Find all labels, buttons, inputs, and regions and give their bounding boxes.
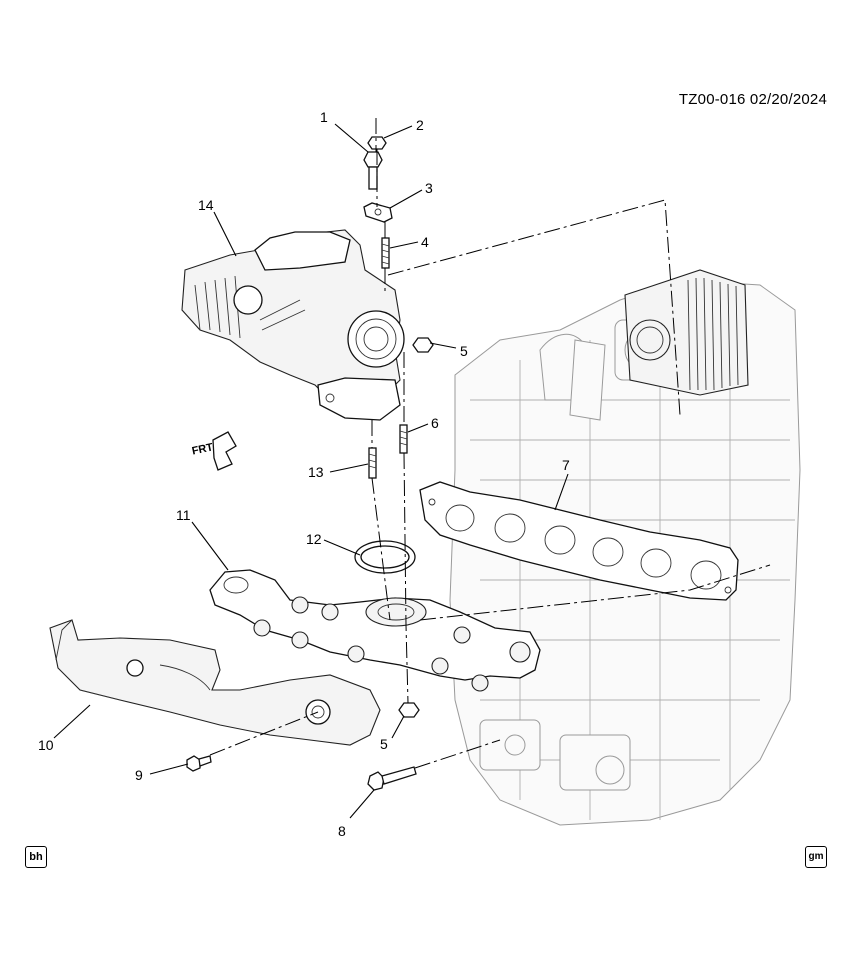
turbo-stud-upper	[381, 237, 390, 269]
engine-supercharger	[624, 269, 749, 396]
callout-5-upper: 5	[460, 343, 468, 359]
artist-badge: bh	[25, 846, 47, 868]
callout-3: 3	[425, 180, 433, 196]
turbo-stud-lower	[368, 447, 377, 479]
manifold-nut-lower	[398, 702, 420, 718]
exhaust-manifold	[209, 569, 541, 692]
diagram-id-date: TZ00-016 02/20/2024	[678, 91, 827, 108]
callout-leaders	[53, 123, 569, 819]
turbo-nut-upper	[367, 136, 387, 150]
front-direction-arrow: FRT	[191, 431, 237, 471]
callout-11: 11	[176, 507, 191, 523]
callout-numbers: 1 2 3 4 5 6 7 8 9 10 11 12 13 14 5	[38, 109, 570, 839]
callout-13: 13	[308, 464, 324, 480]
manifold-bolt	[367, 766, 417, 791]
turbo-gasket-ring	[354, 540, 416, 574]
callout-10: 10	[38, 737, 54, 753]
callout-9: 9	[135, 767, 143, 783]
turbo-bracket	[363, 202, 393, 223]
callout-1: 1	[320, 109, 328, 125]
front-direction-label: FRT	[191, 441, 215, 457]
callout-7: 7	[562, 457, 570, 473]
callout-12: 12	[306, 531, 322, 547]
callout-14: 14	[198, 197, 214, 213]
callout-5-lower: 5	[380, 736, 388, 752]
turbo-bolt	[363, 151, 383, 190]
callout-6: 6	[431, 415, 439, 431]
exhaust-manifold-gasket	[419, 481, 739, 601]
manifold-nut-upper	[412, 337, 434, 353]
gm-logo-badge: gm	[805, 846, 827, 868]
callout-2: 2	[416, 117, 424, 133]
manifold-stud	[399, 424, 408, 454]
callout-4: 4	[421, 234, 429, 250]
heat-shield-bolt	[186, 755, 212, 772]
callout-8: 8	[338, 823, 346, 839]
assembly-dashed-lines	[209, 118, 771, 769]
turbocharger	[181, 229, 405, 421]
